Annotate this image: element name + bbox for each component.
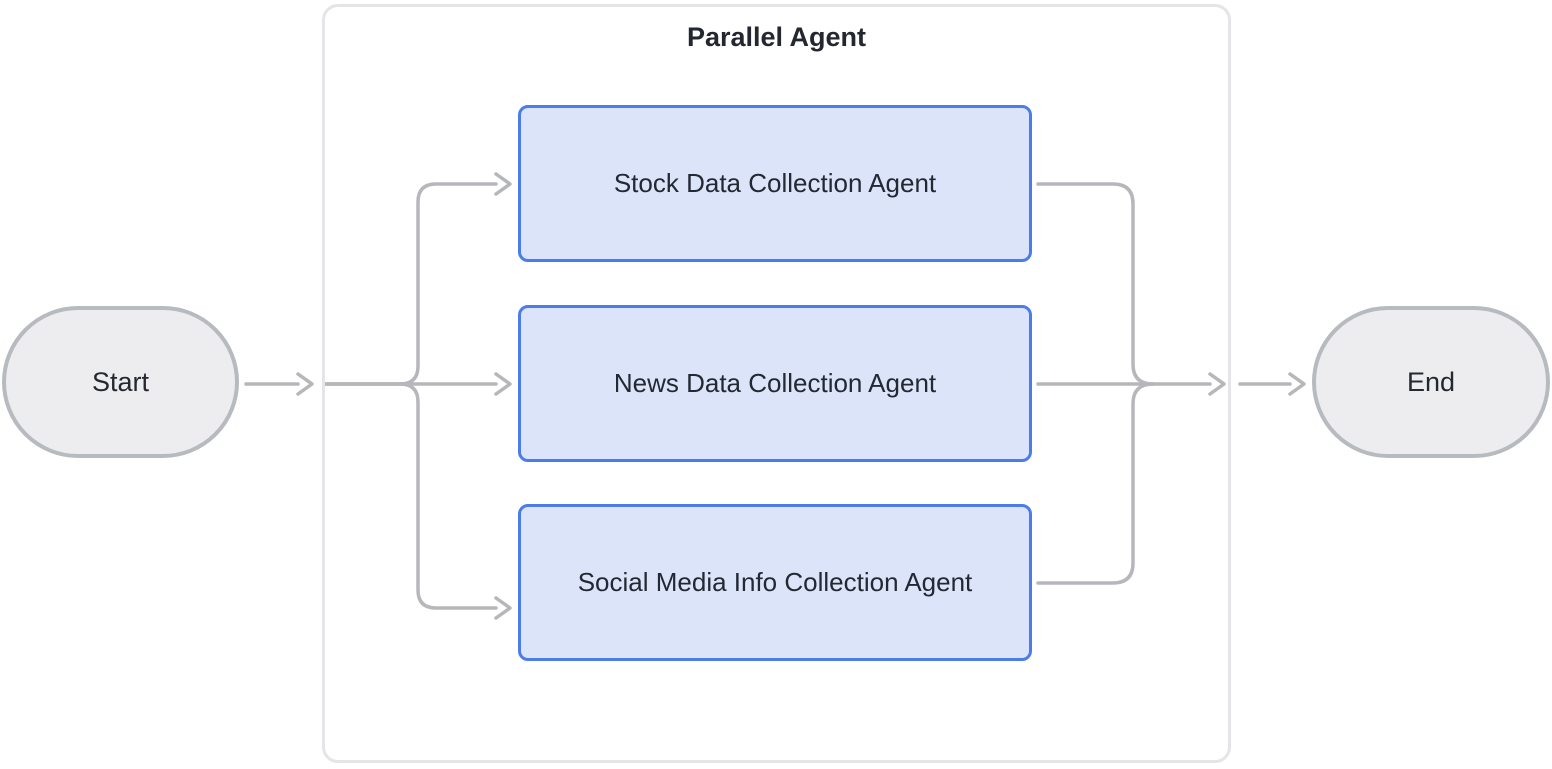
social-media-info-collection-agent-label: Social Media Info Collection Agent	[577, 567, 973, 597]
start-node: Start	[2, 306, 239, 458]
parallel-agent-group: Parallel Agent	[322, 4, 1231, 763]
parallel-agent-group-title: Parallel Agent	[686, 22, 867, 52]
stock-data-collection-agent-node: Stock Data Collection Agent	[518, 105, 1032, 262]
social-media-info-collection-agent-node: Social Media Info Collection Agent	[518, 504, 1032, 661]
end-node: End	[1312, 306, 1550, 458]
arrowhead-icon	[296, 372, 314, 396]
arrowhead-icon	[1288, 372, 1306, 396]
stock-data-collection-agent-label: Stock Data Collection Agent	[613, 168, 937, 198]
start-node-label: Start	[91, 366, 150, 397]
end-node-label: End	[1406, 366, 1456, 397]
edge-parallel-to-end	[1238, 372, 1306, 396]
edge-start-to-parallel	[244, 372, 314, 396]
news-data-collection-agent-label: News Data Collection Agent	[613, 368, 937, 398]
news-data-collection-agent-node: News Data Collection Agent	[518, 305, 1032, 462]
